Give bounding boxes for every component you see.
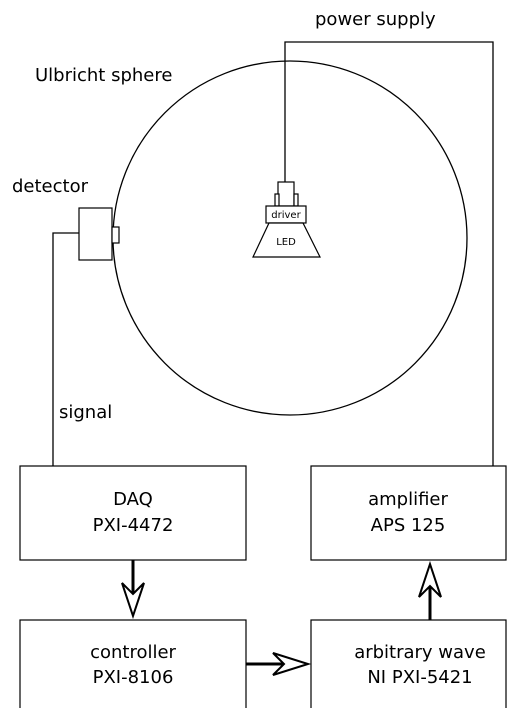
signal-wire <box>52 232 79 466</box>
driver-pin-right <box>293 193 299 207</box>
controller-model: PXI-8106 <box>93 667 174 688</box>
arbitrary-wave-label: arbitrary wave <box>354 642 486 663</box>
daq-model: PXI-4472 <box>93 515 174 536</box>
amplifier-model: APS 125 <box>371 515 446 536</box>
daq-box: DAQ PXI-4472 <box>19 465 247 561</box>
amplifier-label: amplifier <box>368 489 448 510</box>
driver-label: driver <box>271 210 301 221</box>
arbitrary-wave-model: NI PXI-5421 <box>367 667 472 688</box>
detector-label: detector <box>12 176 89 197</box>
power-supply-label: power supply <box>315 9 436 30</box>
arrow-arbitrary-to-amplifier <box>418 560 442 620</box>
led-assembly: driver LED <box>252 181 321 258</box>
controller-box: controller PXI-8106 <box>19 619 247 708</box>
arrow-daq-to-controller <box>121 560 145 620</box>
controller-label: controller <box>90 642 176 663</box>
led-label: LED <box>276 237 296 248</box>
arrow-controller-to-arbitrary <box>246 652 312 676</box>
detector-body <box>78 207 113 261</box>
driver-connector <box>277 181 295 207</box>
led-body <box>252 222 321 258</box>
power-supply-wire <box>284 41 494 466</box>
driver-pin-left <box>274 193 280 207</box>
sphere-label: Ulbricht sphere <box>35 65 172 86</box>
amplifier-box: amplifier APS 125 <box>310 465 507 561</box>
daq-label: DAQ <box>113 489 153 510</box>
arbitrary-wave-box: arbitrary wave NI PXI-5421 <box>310 619 507 708</box>
signal-label: signal <box>59 402 112 423</box>
detector-sensor <box>111 226 120 244</box>
detector <box>78 207 120 261</box>
